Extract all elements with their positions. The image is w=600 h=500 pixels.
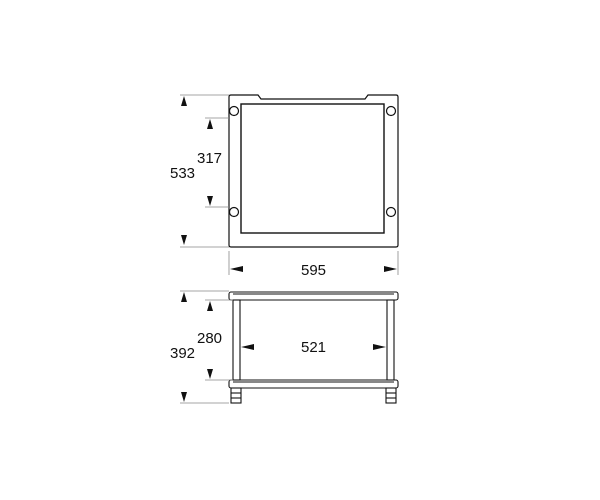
depth-outer-label: 533 <box>170 165 195 182</box>
arrow-down-icon <box>207 369 213 379</box>
right-leg <box>386 299 395 381</box>
top-view <box>228 94 399 248</box>
right-foot <box>385 387 397 404</box>
arrow-up-icon <box>207 119 213 129</box>
post-hole-icon <box>385 105 397 117</box>
arrow-right-icon <box>373 344 386 350</box>
top-frame-outline <box>228 94 399 248</box>
arrow-left-icon <box>241 344 254 350</box>
arrow-up-icon <box>181 292 187 302</box>
top-inner-panel <box>240 103 385 234</box>
height-inner-label: 280 <box>197 330 222 347</box>
front-view <box>228 291 399 404</box>
width-outer-label: 595 <box>301 262 326 279</box>
arrow-down-icon <box>181 392 187 402</box>
front-dimension-arrows <box>181 292 386 402</box>
post-hole-icon <box>228 105 240 117</box>
arrow-up-icon <box>181 96 187 106</box>
left-leg <box>232 299 241 381</box>
bottom-shelf <box>228 379 399 389</box>
post-hole-icon <box>385 206 397 218</box>
top-shelf <box>228 291 399 301</box>
arrow-down-icon <box>207 196 213 206</box>
arrow-up-icon <box>207 301 213 311</box>
dimension-arrows <box>181 96 397 272</box>
post-hole-icon <box>228 206 240 218</box>
arrow-left-icon <box>230 266 243 272</box>
depth-inner-label: 317 <box>197 150 222 167</box>
top-view-dimensions <box>180 94 399 275</box>
arrow-down-icon <box>181 235 187 245</box>
front-view-dimensions <box>180 290 233 404</box>
left-foot <box>230 387 242 404</box>
arrow-right-icon <box>384 266 397 272</box>
height-outer-label: 392 <box>170 345 195 362</box>
width-inner-label: 521 <box>301 339 326 356</box>
